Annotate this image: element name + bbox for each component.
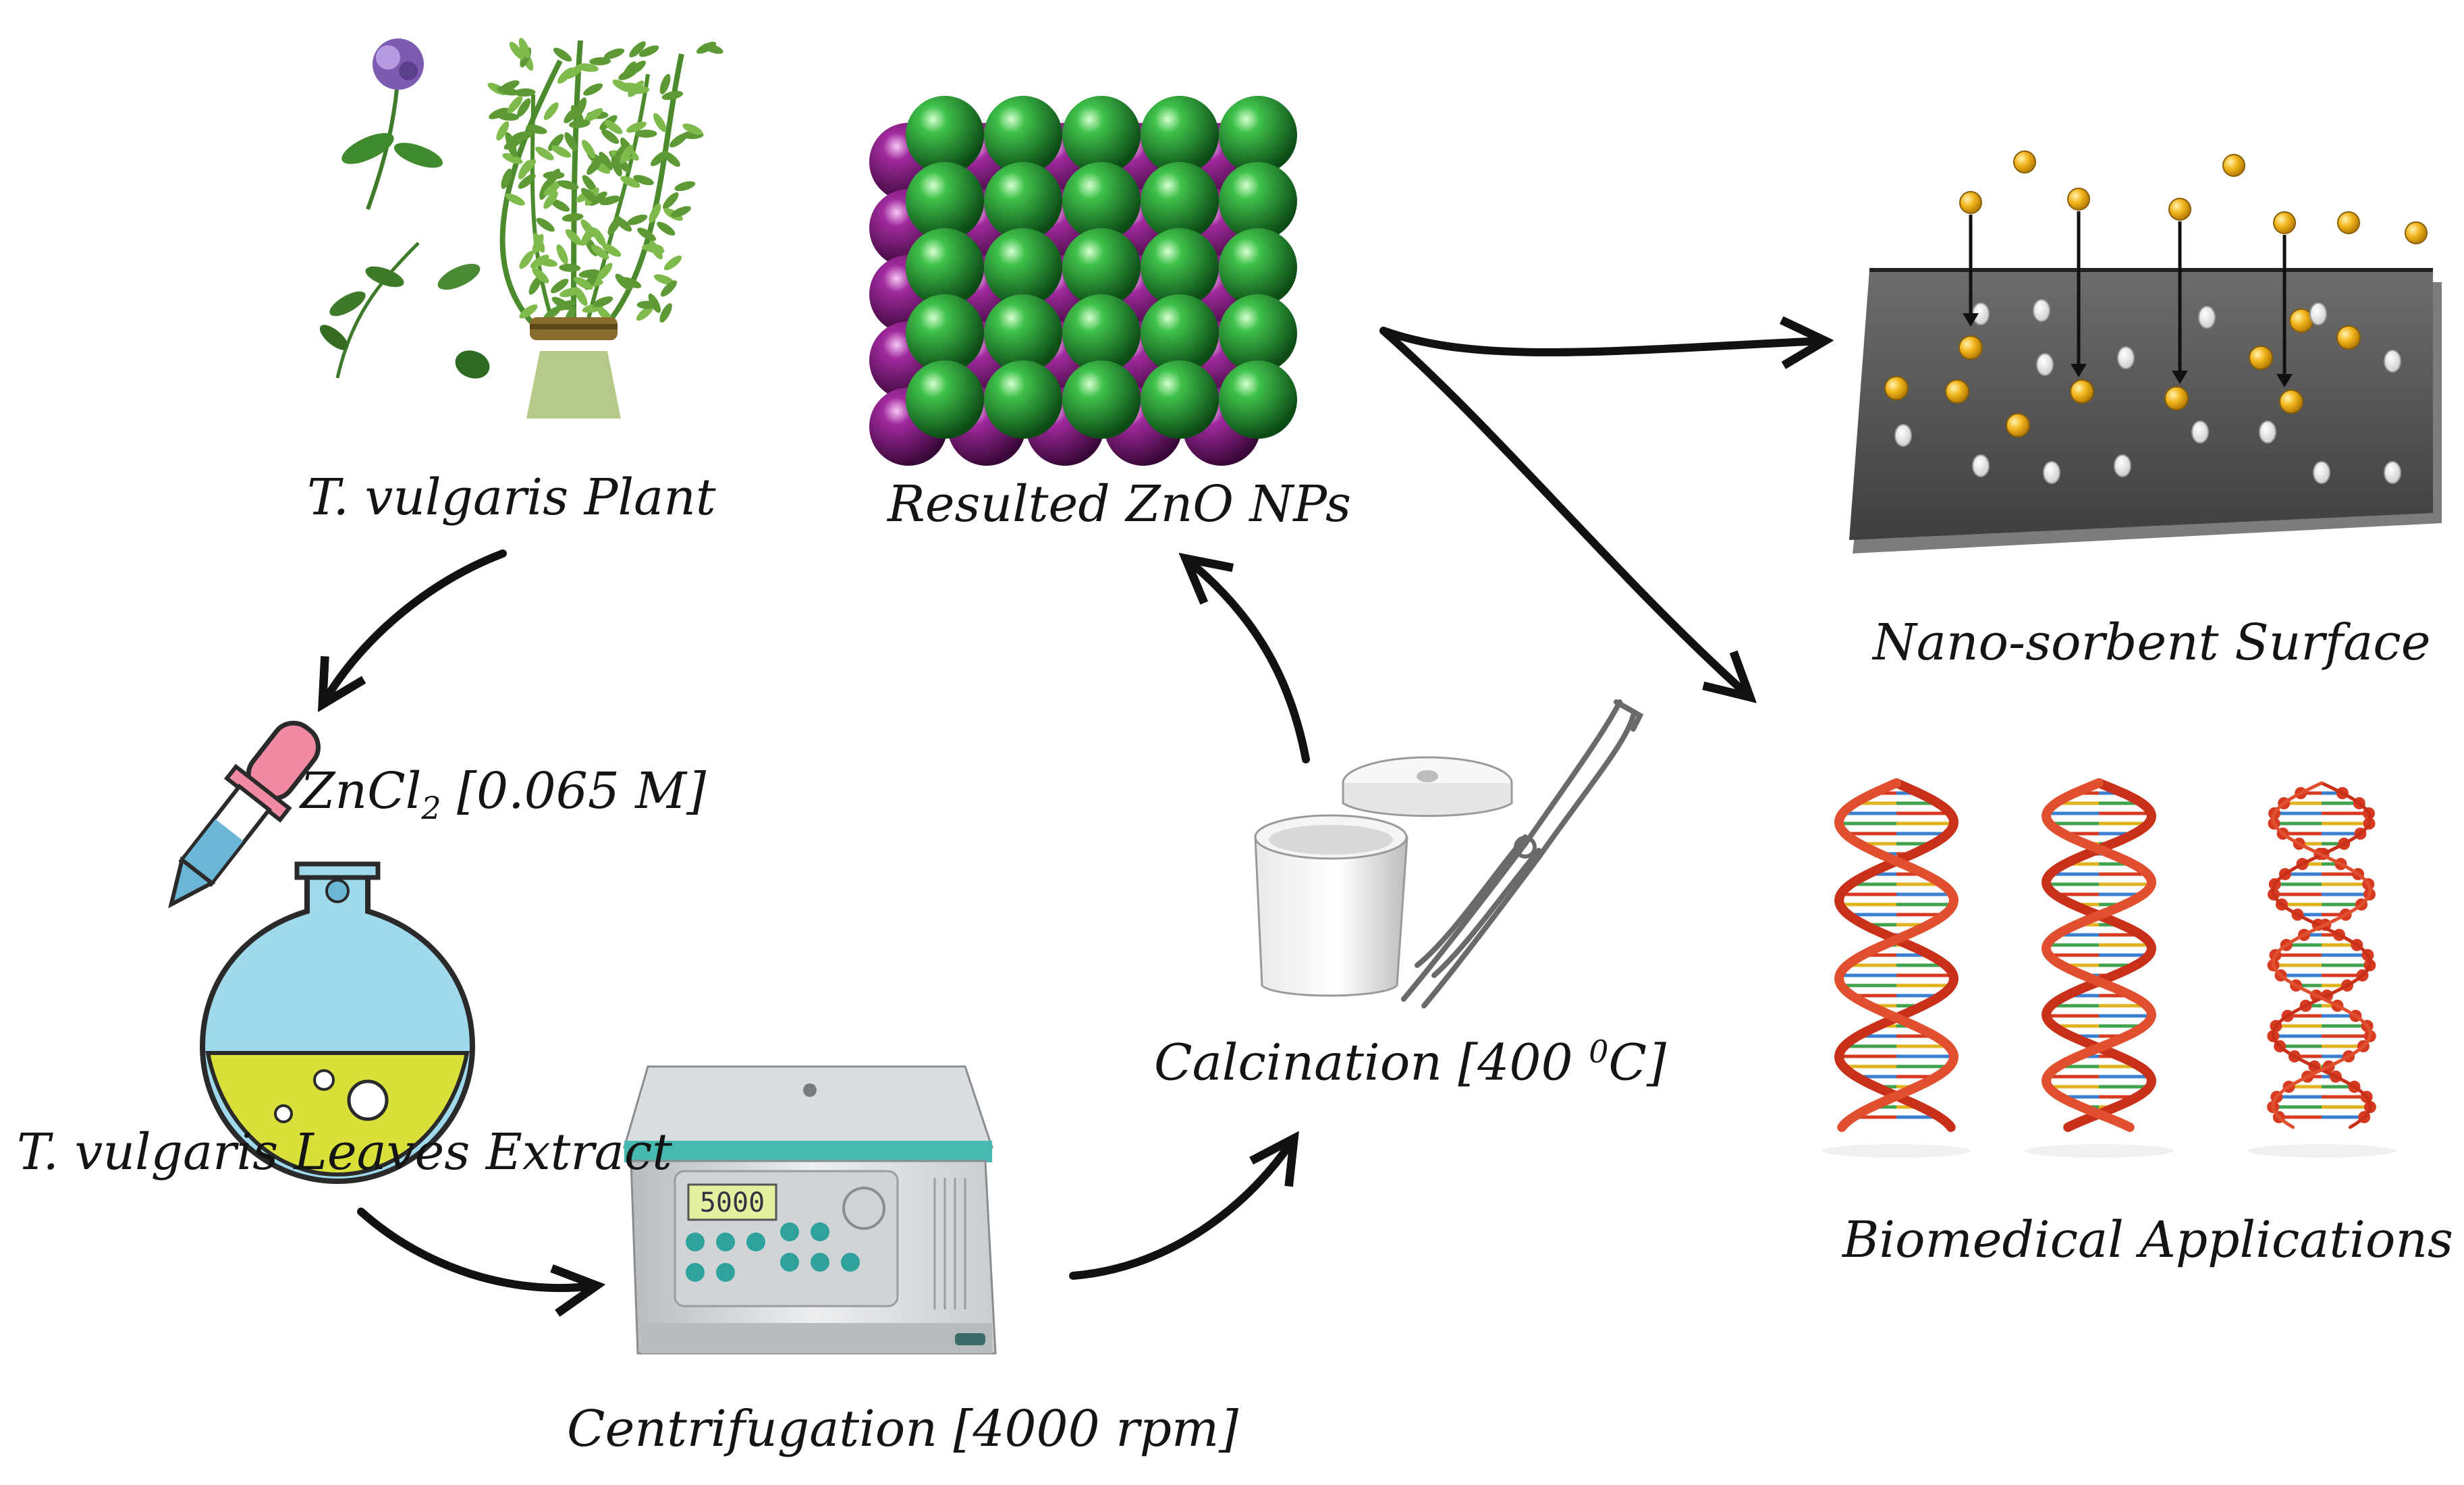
- calc-superscript: 0: [1589, 1033, 1609, 1070]
- centrifuge-display: 5000: [700, 1187, 765, 1218]
- arrow-calcination-to-nps: [1188, 560, 1310, 763]
- thyme-plant-icon: [319, 38, 723, 418]
- arrow-centrifugation-to-calcination: [1069, 1141, 1292, 1280]
- zncl-suffix: [0.065 M]: [441, 762, 707, 820]
- label-sorbent: Nano-sorbent Surface: [1873, 618, 2431, 668]
- extract-label-text: T. vulgaris Leaves Extract: [17, 1123, 672, 1181]
- label-biomedical: Biomedical Applications: [1842, 1215, 2453, 1265]
- sorbent-label-text: Nano-sorbent Surface: [1873, 614, 2431, 672]
- label-zncl2: ZnCl2 [0.065 M]: [300, 766, 706, 824]
- crucible-icon: [1254, 756, 1513, 997]
- label-calcination: Calcination [400 0C]: [1154, 1036, 1666, 1088]
- label-centrifugation: Centrifugation [4000 rpm]: [567, 1404, 1238, 1454]
- dropper-icon: [168, 720, 321, 909]
- label-plant: T. vulgaris Plant: [307, 473, 716, 522]
- arrow-plant-to-extract: [324, 549, 507, 702]
- arrow-nps-to-sorbent: [1379, 331, 1822, 352]
- sorbent-surface-icon: [1849, 151, 2442, 554]
- round-flask-icon: [199, 861, 476, 1185]
- zno-lattice-icon: [869, 96, 1297, 466]
- centrifugation-label-text: Centrifugation [4000 rpm]: [567, 1400, 1239, 1458]
- biomedical-label-text: Biomedical Applications: [1842, 1211, 2454, 1269]
- zncl-subscript: 2: [421, 789, 441, 826]
- zncl-prefix: ZnCl: [300, 762, 422, 820]
- centrifuge-icon: 5000: [623, 1065, 997, 1355]
- dna-helix-icon: [1822, 778, 2396, 1158]
- nps-label-text: Resulted ZnO NPs: [887, 475, 1352, 533]
- tongs-icon: [1401, 699, 1644, 1008]
- plant-label-text: T. vulgaris Plant: [307, 468, 716, 526]
- arrow-extract-to-centrifugation: [357, 1208, 594, 1288]
- arrow-nps-to-biomedical: [1379, 327, 1748, 695]
- label-extract: T. vulgaris Leaves Extract: [17, 1127, 672, 1177]
- calc-suffix: C]: [1608, 1033, 1666, 1092]
- label-nps: Resulted ZnO NPs: [887, 479, 1351, 529]
- calc-prefix: Calcination [400: [1154, 1033, 1589, 1092]
